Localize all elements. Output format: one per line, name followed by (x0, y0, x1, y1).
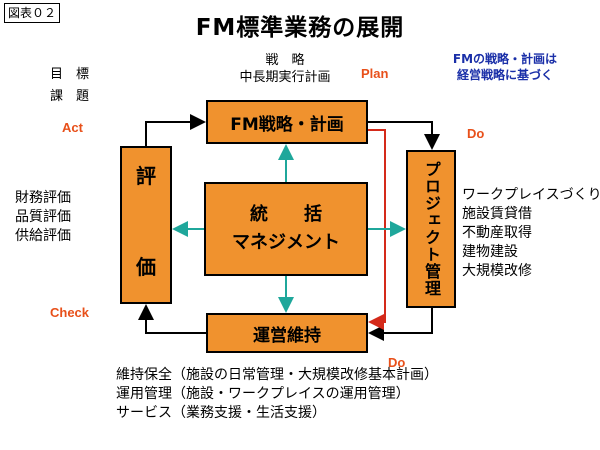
operation-item: 運用管理（施設・ワークプレイスの運用管理） (116, 386, 410, 402)
center-line2: マネジメント (232, 232, 340, 253)
left-caption-line2: 課 題 (50, 89, 90, 104)
evaluation-item: 財務評価 (15, 190, 71, 206)
evaluation-item: 品質評価 (15, 209, 71, 225)
project-item: 建物建設 (462, 244, 518, 260)
label-do-bottom: Do (388, 355, 406, 370)
center-line1: 統 括 (250, 204, 322, 225)
label-do-right: Do (467, 126, 485, 141)
arrow-act-to-plan (145, 114, 206, 146)
project-item: 施設賃貸借 (462, 206, 532, 222)
figure-number: 図表０２ (4, 3, 61, 23)
box-evaluation: 評 価 (120, 146, 172, 304)
box-project-management: プロジェクト管理 (406, 150, 456, 308)
evaluation-item: 供給評価 (15, 228, 71, 244)
box-fm-strategy: FM戦略・計画 (206, 100, 368, 144)
top-caption-line1: 戦 略 (265, 53, 305, 68)
left-caption-line1: 目 標 (50, 67, 90, 82)
label-check: Check (50, 305, 90, 320)
project-label: プロジェクト管理 (422, 161, 441, 297)
evaluation-char-top: 評 (136, 164, 156, 188)
arrow-plan-to-do (368, 121, 440, 150)
operation-item: 維持保全（施設の日常管理・大規模改修基本計画） (116, 367, 438, 383)
arrow-do-to-operation (368, 308, 433, 341)
label-act: Act (62, 120, 83, 135)
project-list: ワークプレイスづくり 施設賃貸借 不動産取得 建物建設 大規模改修 (462, 186, 600, 281)
label-plan: Plan (361, 66, 389, 81)
top-caption: 戦 略 中長期実行計画 (225, 52, 345, 86)
operation-item: サービス（業務支援・生活支援） (116, 405, 326, 421)
arrow-operation-to-check (138, 304, 206, 334)
strategy-note: FMの戦略・計画は 経営戦略に基づく (440, 51, 570, 83)
strategy-note-line1: FMの戦略・計画は (452, 52, 558, 66)
diagram-title: FM標準業務の展開 (195, 15, 405, 41)
operation-list: 維持保全（施設の日常管理・大規模改修基本計画） 運用管理（施設・ワークプレイスの… (116, 366, 438, 423)
project-item: ワークプレイスづくり (462, 187, 600, 203)
evaluation-list: 財務評価 品質評価 供給評価 (15, 189, 71, 246)
red-feedback-line (368, 129, 386, 330)
top-caption-line2: 中長期実行計画 (239, 70, 331, 85)
strategy-note-line2: 経営戦略に基づく (456, 68, 553, 82)
evaluation-char-bottom: 価 (136, 255, 156, 279)
box-operation: 運営維持 (206, 313, 368, 353)
box-integrated-management: 統 括 マネジメント (204, 182, 368, 276)
project-item: 不動産取得 (462, 225, 532, 241)
left-caption: 目 標 課 題 (50, 64, 89, 108)
project-item: 大規模改修 (462, 263, 532, 279)
